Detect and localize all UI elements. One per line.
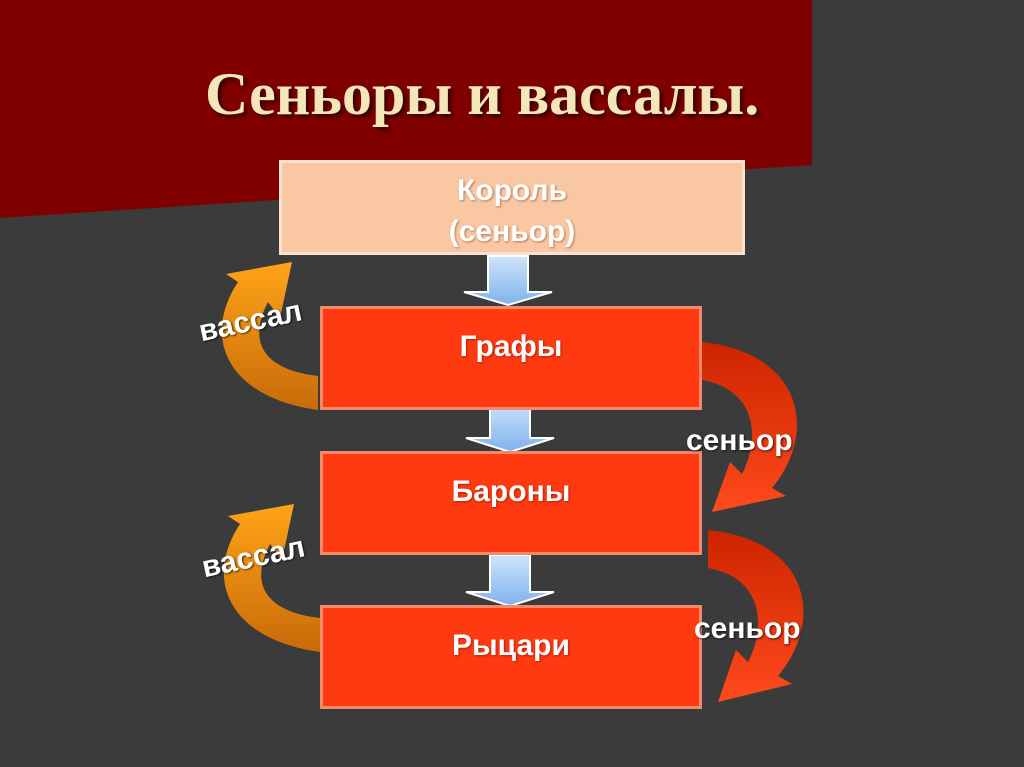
curved-arrow-down-icon	[702, 342, 797, 512]
arrow-down-icon	[463, 255, 553, 307]
curved-arrow-up-icon	[223, 504, 320, 652]
box-knights: Рыцари	[320, 605, 702, 709]
box-counts: Графы	[320, 306, 702, 410]
barons-label: Бароны	[451, 475, 571, 508]
knights-label: Рыцари	[452, 629, 570, 662]
arrow-down-icon	[465, 554, 555, 608]
senior-label-lower: сеньор	[694, 612, 801, 645]
slide-title: Сеньоры и вассалы.	[205, 61, 760, 127]
senior-label-upper: сеньор	[686, 424, 793, 457]
box-king: Король (сеньор)	[279, 160, 745, 255]
curved-arrow-down-icon	[708, 530, 804, 702]
king-label: Король	[456, 174, 568, 207]
box-barons: Бароны	[320, 451, 702, 555]
king-role-label: (сеньор)	[448, 214, 576, 248]
counts-label: Графы	[459, 330, 563, 363]
curved-arrow-up-icon	[221, 262, 318, 410]
